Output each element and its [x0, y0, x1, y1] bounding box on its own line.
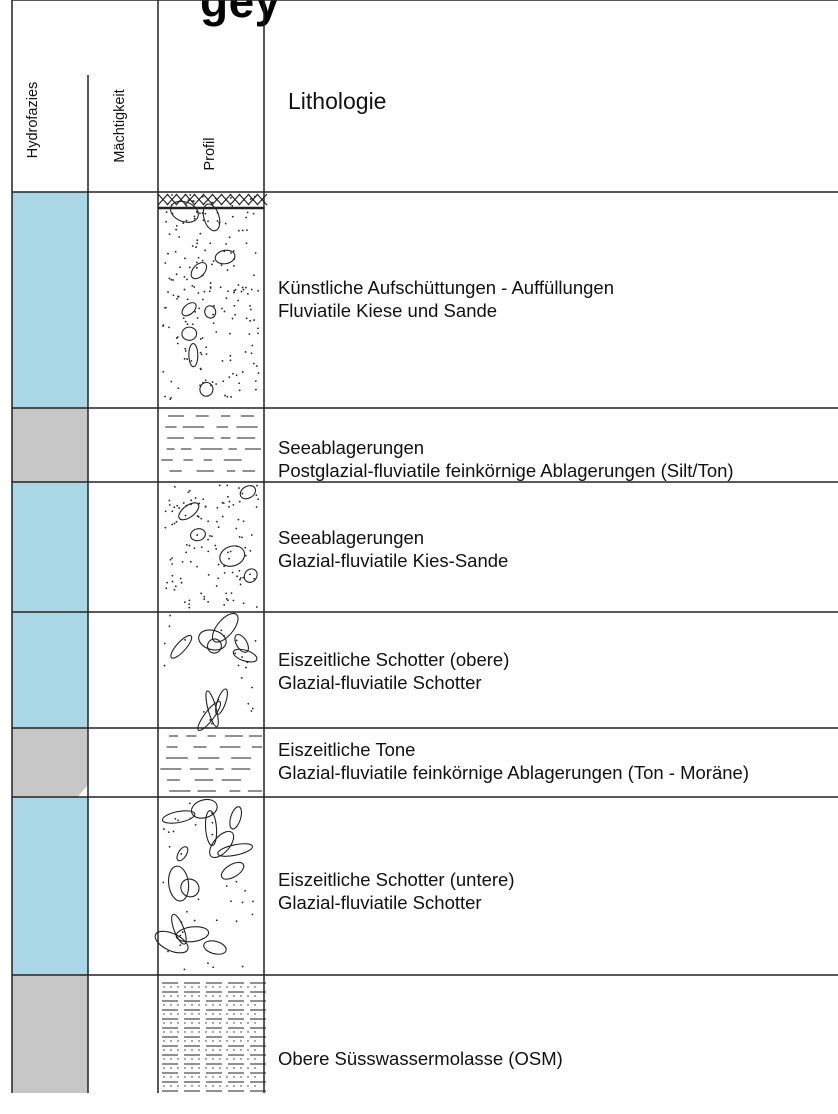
header-lithologie: Lithologie — [288, 88, 387, 114]
hydro-label — [39, 974, 61, 1114]
hydro-label — [39, 693, 61, 833]
hydro-cell-fill — [12, 408, 88, 482]
lithology-text: Künstliche Aufschüttungen - Auffüllungen… — [278, 276, 614, 322]
lithology-line: Postglazial-fluviatile feinkörnige Ablag… — [278, 460, 734, 481]
profile-pattern — [163, 612, 258, 732]
lithology-line: Eiszeitliche Schotter (obere) — [278, 649, 510, 670]
profile-pattern — [161, 415, 261, 472]
lithology-line: Obere Süsswassermolasse (OSM) — [278, 1048, 563, 1069]
lithology-line: Glazial-fluviatile Schotter — [278, 672, 482, 693]
lithology-text: Eiszeitliche Schotter (obere)Glazial-flu… — [278, 648, 509, 694]
clipped-title: gey — [200, 0, 281, 27]
lithology-line: Glazial-fluviatile feinkörnige Ablagerun… — [278, 762, 749, 783]
hydro-cell-fill — [12, 612, 88, 728]
lithology-line: Fluviatile Kiese und Sande — [278, 300, 498, 321]
lithology-text: Obere Süsswassermolasse (OSM) — [278, 1047, 563, 1070]
fill-hatch — [157, 193, 268, 206]
header-profil: Profil — [202, 137, 218, 171]
header-maechtigkeit: Mächtigkeit — [112, 89, 128, 163]
lithology-text: Eiszeitliche Schotter (untere)Glazial-fl… — [278, 868, 515, 914]
lithology-line: Seeablagerungen — [278, 437, 425, 458]
lithology-line: Künstliche Aufschüttungen - Auffüllungen — [278, 277, 614, 298]
header-hydrofazies: Hydrofazies — [25, 81, 41, 159]
hydro-cell-fill — [12, 797, 88, 975]
profile-pattern — [160, 735, 262, 792]
profile-pattern — [162, 982, 266, 1092]
lithology-line: Eiszeitliche Schotter (untere) — [278, 869, 515, 890]
hydro-cell-fill — [12, 482, 88, 612]
hydro-cell-fill — [12, 975, 88, 1093]
profile-pattern — [164, 484, 260, 609]
lithology-line: Seeablagerungen — [278, 527, 425, 548]
hydro-label — [39, 230, 61, 370]
hydro-cell-fill — [12, 728, 88, 801]
hydro-label — [39, 816, 61, 956]
hydro-label — [39, 477, 61, 617]
profile-pattern — [162, 194, 260, 401]
lithology-line: Glazial-fluviatile Kies-Sande — [278, 550, 509, 571]
hydro-cell-fill — [12, 192, 88, 408]
lithology-line: Eiszeitliche Tone — [278, 739, 416, 760]
lithology-line: Glazial-fluviatile Schotter — [278, 892, 482, 913]
profile-pattern — [154, 798, 254, 971]
